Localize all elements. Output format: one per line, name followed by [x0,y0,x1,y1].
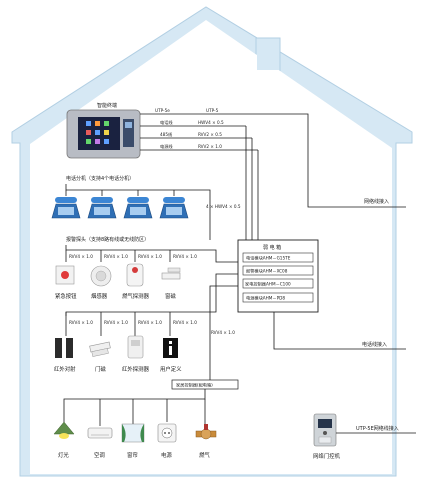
sensor-spec-1: RVV4 × 1.0 [69,254,93,259]
phone-extension-4 [159,197,189,219]
utp5e-label: UTP-5e [155,108,170,113]
sensor-spec-8: RVV4 × 1.0 [173,320,197,325]
sensor-label-6: 门磁 [95,365,106,373]
sensor-spec-3: RVV4 × 1.0 [138,254,162,259]
power-socket-icon [157,423,177,443]
phone-extension-1 [51,197,81,219]
sensor-label-1: 紧急按钮 [55,292,77,300]
air-conditioner-icon [87,427,113,439]
power-spec-label: RVV2 × 1.0 [198,144,222,149]
phone-spec-label: HWV4 × 0.5 [198,120,224,125]
network-in-label: 网络线接入 [364,198,389,205]
sensor-spec-5: RVV4 × 1.0 [69,320,93,325]
sensor-spec-6: RVV4 × 1.0 [104,320,128,325]
module-1: 电话模块AHM－G15TE [246,255,291,262]
controller-label: 家居控制器(配电箱) [176,382,213,389]
window-magnet-icon [161,267,181,280]
curtain-icon [121,423,145,443]
weak-box-title: 弱 电 箱 [263,244,281,251]
appliance-label-2: 空调 [94,451,105,459]
infrared-detector-icon [127,335,144,359]
appliance-label-1: 灯光 [58,451,69,459]
phone-in-label: 电话线接入 [362,341,387,348]
appliance-label-5: 燃气 [199,451,210,459]
controller-spec: RVV4 × 1.0 [211,330,235,335]
smoke-detector-icon [90,265,112,287]
sensor-label-5: 红外对射 [54,365,76,373]
phone-extension-2 [87,197,117,219]
module-2: 报警模块AHM－XC08 [246,268,288,275]
gas-valve-icon [195,424,217,440]
rs485-label: 485线 [160,131,173,137]
gas-detector-icon [126,263,144,287]
sensor-label-7: 红外探测器 [122,365,150,373]
power-line-label: 电源线 [160,143,173,150]
weak-current-box: 弱 电 箱 电话模块AHM－G15TE 报警模块AHM－XC08 家电控制器AH… [237,239,319,313]
phone-extension-3 [123,197,153,219]
user-defined-icon [163,338,178,358]
door-magnet-icon [89,341,111,357]
sensor-label-8: 用户定义 [160,365,182,373]
extensions-title: 电话分机（支持4个电话分机） [66,175,134,182]
sensors-title: 报警探头（支持8路有线或无线防区） [66,236,149,243]
infrared-beam-icon [55,338,73,358]
sensor-spec-4: RVV4 × 1.0 [173,254,197,259]
screen-icons [86,121,109,144]
ext-spec-label: 4 × HWV4 × 0.5 [206,204,241,209]
smart-terminal: 智能终端 [66,102,141,159]
smart-terminal-label: 智能终端 [97,102,117,109]
module-4: 电源模块AHM－PD8 [246,295,285,302]
door-unit-label: 网络门控机 [313,452,341,460]
sensor-spec-2: RVV4 × 1.0 [104,254,128,259]
appliance-label-4: 电源 [161,451,172,459]
utp5e-in-label: UTP-5E网络线接入 [356,425,399,432]
light-icon [53,421,75,439]
phone-line-label: 电话线 [160,119,173,126]
appliance-label-3: 窗帘 [127,451,138,459]
sensor-label-4: 窗磁 [165,292,176,300]
sensor-label-3: 燃气探测器 [122,292,150,300]
emergency-button-icon [55,265,75,285]
door-unit-icon [313,413,337,447]
rs485-spec-label: RVV2 × 0.5 [198,132,222,137]
utp5-label: UTP-5 [206,108,219,113]
module-3: 家电控制器AHM－C100 [245,281,291,288]
sensor-label-2: 烟感器 [91,292,108,300]
sensor-spec-7: RVV4 × 1.0 [138,320,162,325]
